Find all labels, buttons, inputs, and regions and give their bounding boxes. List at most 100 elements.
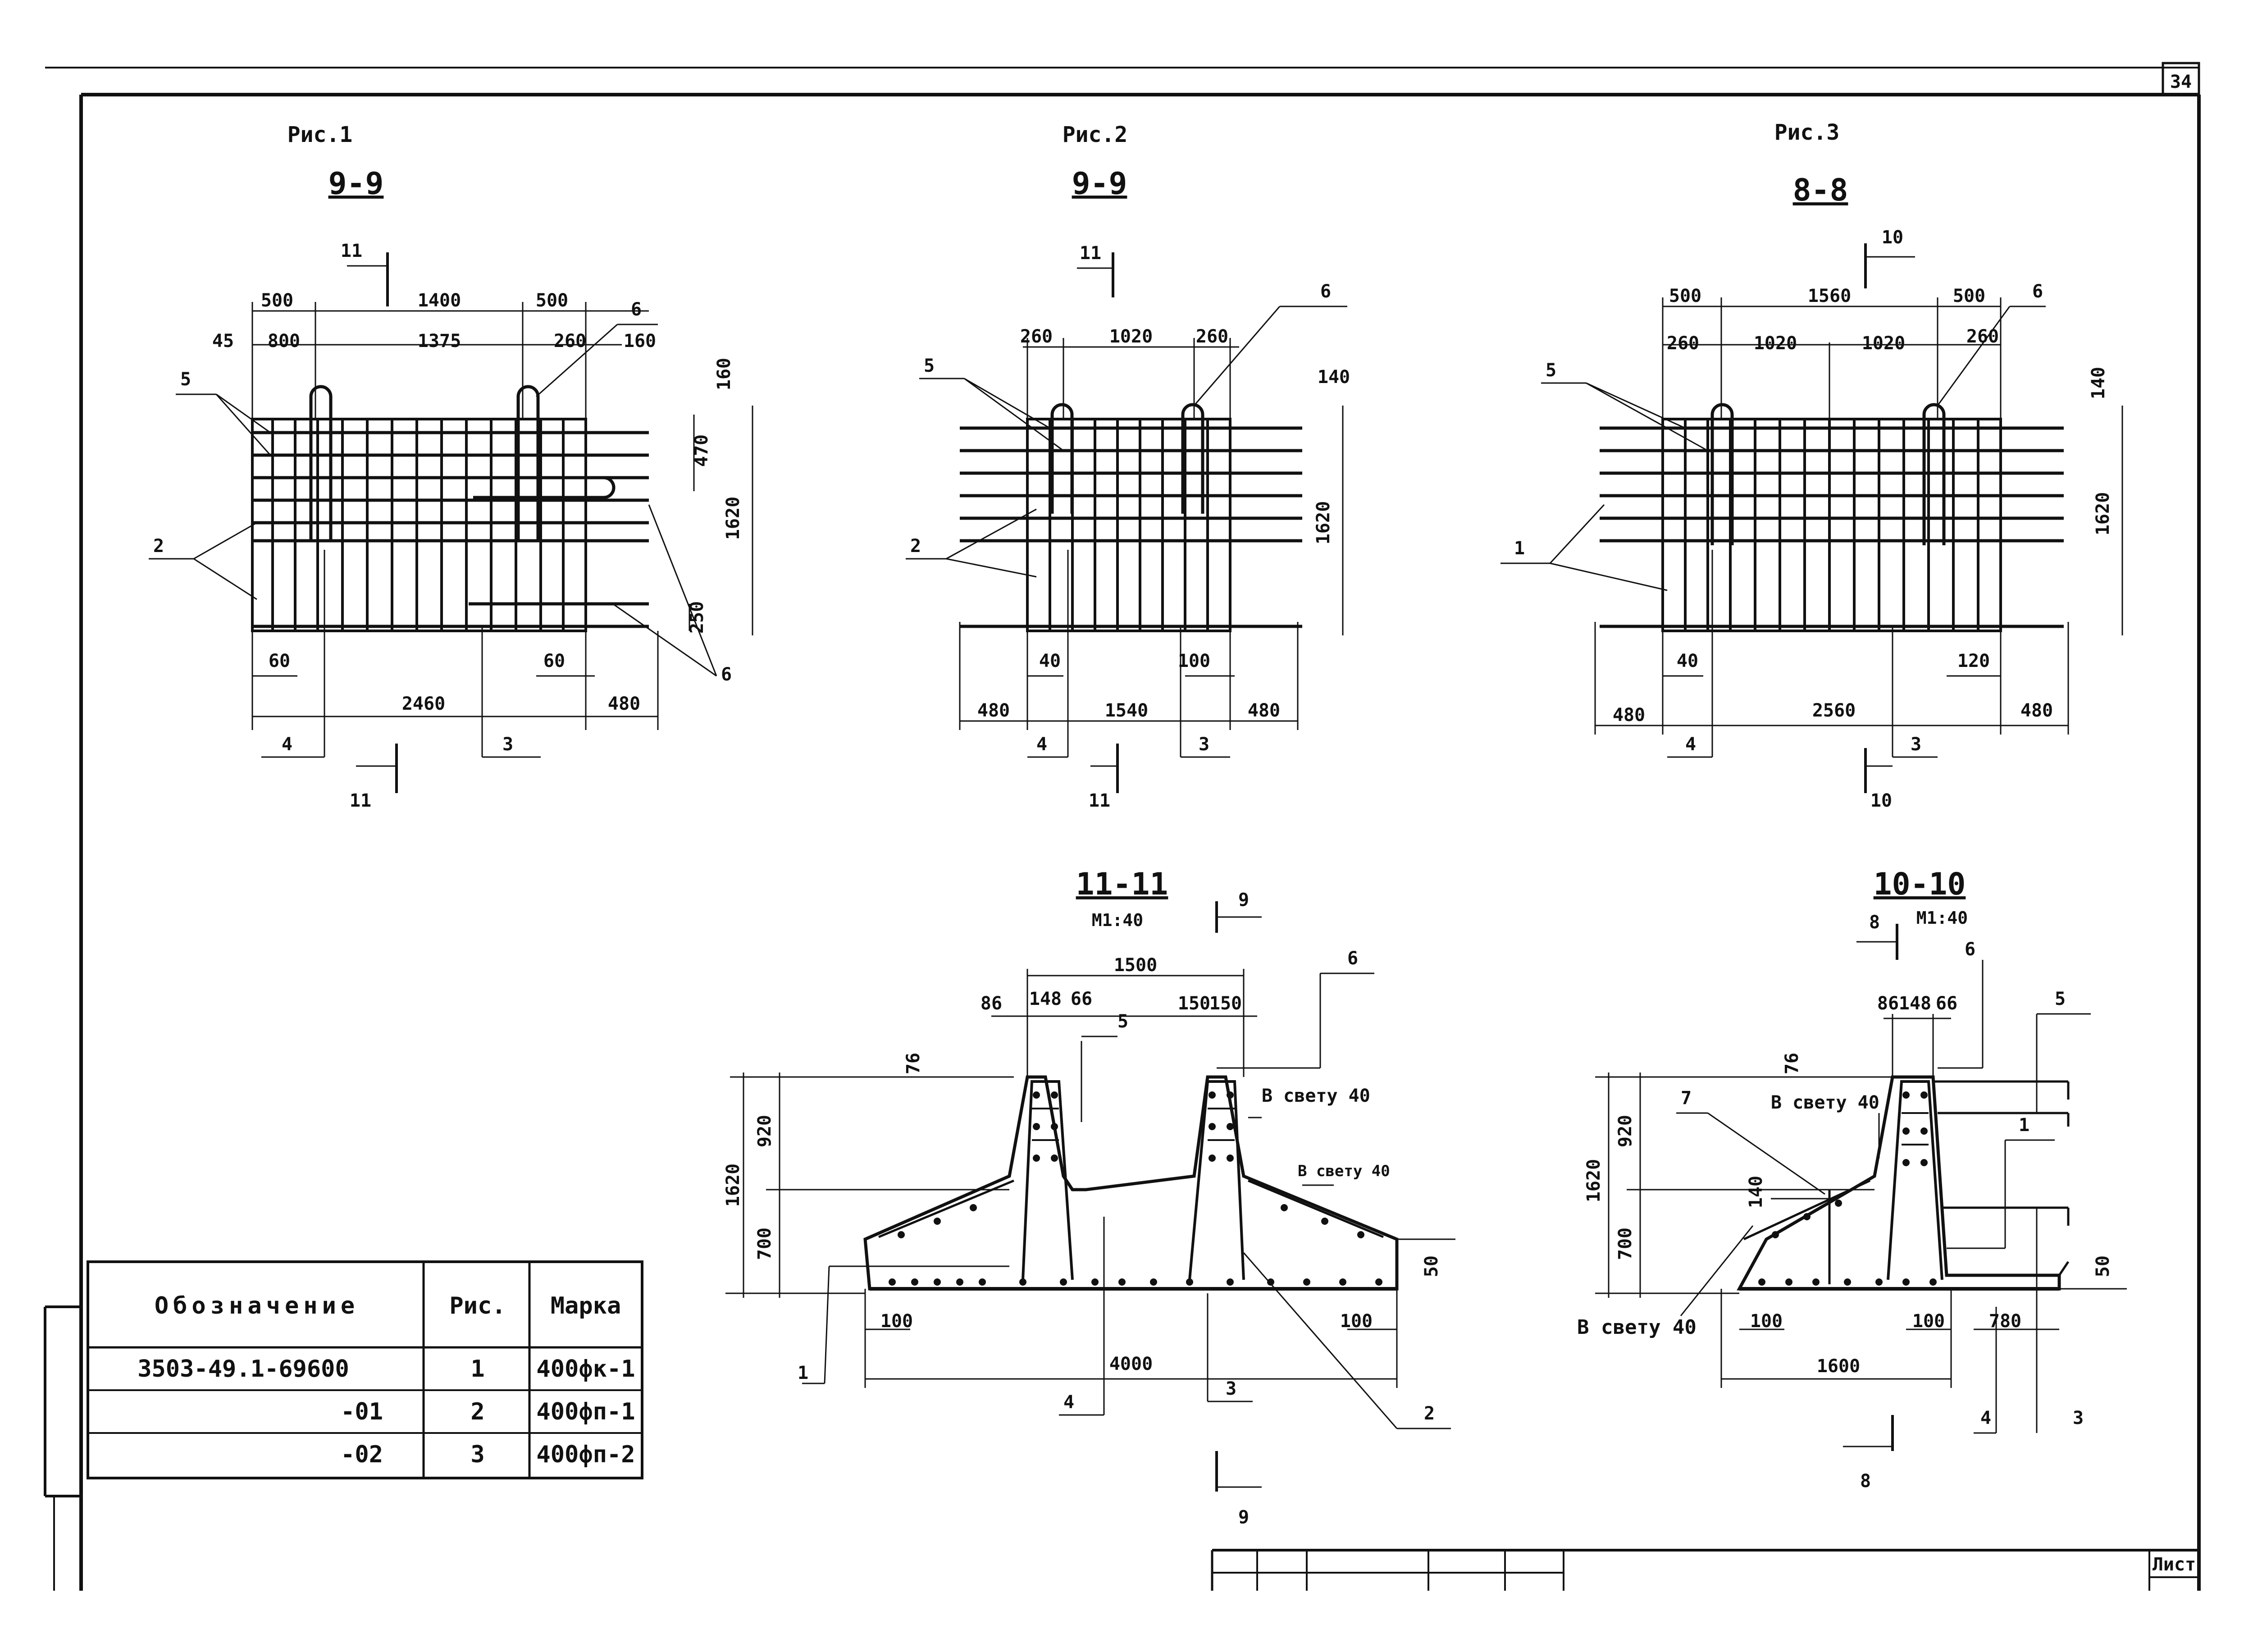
section-10-dim-1600: 1600 (1817, 1356, 1860, 1377)
figure-1-dim-bottom-1: 60 (269, 651, 290, 671)
section-11-concrete-outline (863, 1075, 1399, 1291)
section-11-dim-66: 66 (1071, 989, 1092, 1009)
section-11-callout-4: 4 (1063, 1392, 1074, 1413)
spec-table-cell-mark: 400фп-1 (536, 1398, 635, 1425)
figure-2-dim-top-1: 260 (1020, 326, 1053, 347)
figure-1-dim-bottom-4: 480 (608, 694, 640, 714)
section-11-callout-3: 3 (1226, 1378, 1236, 1399)
spec-table-header-mark: Марка (551, 1292, 621, 1319)
figure-2-dim-bottom-3: 480 (977, 700, 1010, 721)
figure-2-slab-outline (1026, 418, 1231, 632)
figure-3-slab-outline (1661, 418, 2002, 632)
section-10-dim-920: 920 (1615, 1115, 1636, 1147)
spec-table-cell-figure: 2 (470, 1398, 484, 1425)
figure-1-callout-5: 5 (180, 369, 191, 390)
section-10-scale: М1:40 (1916, 908, 1968, 928)
spec-table-header-designation: Обозначение (155, 1292, 359, 1319)
section-10-dim-780: 780 (1989, 1311, 2021, 1332)
figure-3-dim-right-1: 140 (2088, 367, 2109, 399)
figure-3-callout-1: 1 (1514, 538, 1525, 559)
figure-1-slab-outline (251, 418, 587, 632)
figure-3-dim-top-3: 500 (1953, 286, 1985, 306)
figure-3-dim-top-1: 500 (1669, 286, 1701, 306)
section-11-dim-100b: 100 (1340, 1311, 1373, 1332)
title-block: Лист (1211, 1549, 2199, 1591)
section-10-dim-100a: 100 (1750, 1311, 1783, 1332)
figure-3-dim-bottom-1: 40 (1677, 651, 1698, 671)
figure-2-dim-bottom-5: 480 (1248, 700, 1280, 721)
figure-2-callout-2: 2 (910, 536, 921, 557)
section-10-note-2: В свету 40 (1577, 1316, 1697, 1339)
section-10-cut-mark-top: 8 (1869, 912, 1880, 933)
section-11-note-2: В свету 40 (1298, 1162, 1390, 1180)
figure-3-dim-bottom-3: 480 (1613, 705, 1645, 726)
spec-table-header-figure: Рис. (449, 1292, 506, 1319)
figure-1-dim-second-3: 1375 (418, 331, 461, 351)
section-10-dim-76: 76 (1782, 1053, 1802, 1074)
section-11-dim-4000: 4000 (1109, 1354, 1153, 1374)
figure-1-dim-right-4: 250 (687, 601, 707, 634)
section-10-callout-7: 7 (1681, 1088, 1692, 1109)
figure-1-callout-3: 3 (502, 734, 513, 755)
figure-2-callout-5: 5 (924, 356, 935, 376)
sheet-number: 34 (2170, 72, 2192, 92)
figure-2-label: Рис.2 (1063, 122, 1128, 147)
figure-3-dim-second-3: 1020 (1862, 333, 1905, 354)
figure-3-dim-bottom-2: 120 (1957, 651, 1990, 671)
spec-table-cell-mark: 400фк-1 (536, 1355, 635, 1383)
section-11-dim-86: 86 (981, 993, 1002, 1014)
section-10-note-1: В свету 40 (1771, 1092, 1879, 1113)
table-row: 3503-49.1-69600 1 400фк-1 (137, 1355, 635, 1383)
figure-2-dim-bottom-4: 1540 (1105, 700, 1148, 721)
section-11-callout-5: 5 (1117, 1011, 1128, 1032)
section-11-dim-150b: 150 (1209, 993, 1242, 1014)
figure-1-dim-top-1: 500 (261, 290, 293, 311)
spec-table-cell-designation: -02 (341, 1441, 383, 1468)
section-11-dim-920: 920 (754, 1115, 775, 1147)
section-11-cut-mark-bottom: 9 (1238, 1507, 1249, 1528)
section-11-dim-150a: 150 (1178, 993, 1210, 1014)
section-10-callout-4: 4 (1980, 1408, 1991, 1428)
section-11-11: 11-11 М1:40 9 9 (723, 867, 1455, 1528)
section-10-callout-6: 6 (1965, 939, 1975, 960)
figure-2-dim-top-3: 260 (1196, 326, 1228, 347)
figure-1-dim-second-5: 160 (624, 331, 656, 351)
section-11-dim-100a: 100 (880, 1311, 913, 1332)
figure-2-callout-4: 4 (1036, 734, 1047, 755)
sheet-label: Лист (2153, 1554, 2196, 1575)
figure-2-dim-top-2: 1020 (1109, 326, 1153, 347)
figure-1-dim-second-2: 800 (268, 331, 300, 351)
figure-2-dim-bottom-2: 100 (1178, 651, 1210, 671)
figure-1-dim-right-2: 470 (691, 434, 712, 467)
section-11-callout-2: 2 (1424, 1403, 1435, 1424)
figure-2-callout-3: 3 (1199, 734, 1209, 755)
section-11-dim-1620: 1620 (723, 1164, 743, 1207)
figure-3-dim-top-2: 1560 (1808, 286, 1851, 306)
section-10-10: 10-10 М1:40 8 8 (1577, 867, 2127, 1492)
figure-1-callout-6-bottom: 6 (721, 664, 732, 685)
figure-3-label: Рис.3 (1774, 120, 1840, 145)
section-11-callout-1: 1 (798, 1363, 808, 1383)
figure-2-dim-right-1: 140 (1318, 367, 1350, 388)
figure-3-dim-bottom-5: 480 (2020, 700, 2053, 721)
figure-1-dim-top-3: 500 (536, 290, 568, 311)
section-11-cut-mark-top: 9 (1238, 890, 1249, 910)
section-11-title: 11-11 (1076, 867, 1168, 902)
section-11-dim-top: 1500 (1114, 955, 1157, 976)
section-10-dim-700: 700 (1615, 1228, 1636, 1260)
figure-1-cut-mark-top: 11 (341, 241, 362, 261)
spec-table-cell-figure: 3 (470, 1441, 484, 1468)
figure-1: Рис.1 9-9 11 11 (149, 122, 753, 811)
figure-2-cut-mark-top: 11 (1080, 243, 1101, 264)
section-10-dim-66: 66 (1936, 993, 1957, 1014)
section-11-callout-6: 6 (1347, 948, 1358, 969)
spec-table-cell-mark: 400фп-2 (536, 1441, 635, 1468)
sheet-frame: 34 Лист (44, 62, 2201, 1591)
section-10-dim-140: 140 (1746, 1176, 1766, 1208)
section-11-dim-50: 50 (1421, 1255, 1442, 1277)
section-10-dim-100b: 100 (1912, 1311, 1945, 1332)
figure-1-dim-second-1: 45 (212, 331, 234, 351)
figure-2-callout-6: 6 (1320, 281, 1331, 302)
spec-table-cell-designation: 3503-49.1-69600 (137, 1355, 349, 1383)
figure-2-section-title: 9-9 (1072, 166, 1127, 201)
